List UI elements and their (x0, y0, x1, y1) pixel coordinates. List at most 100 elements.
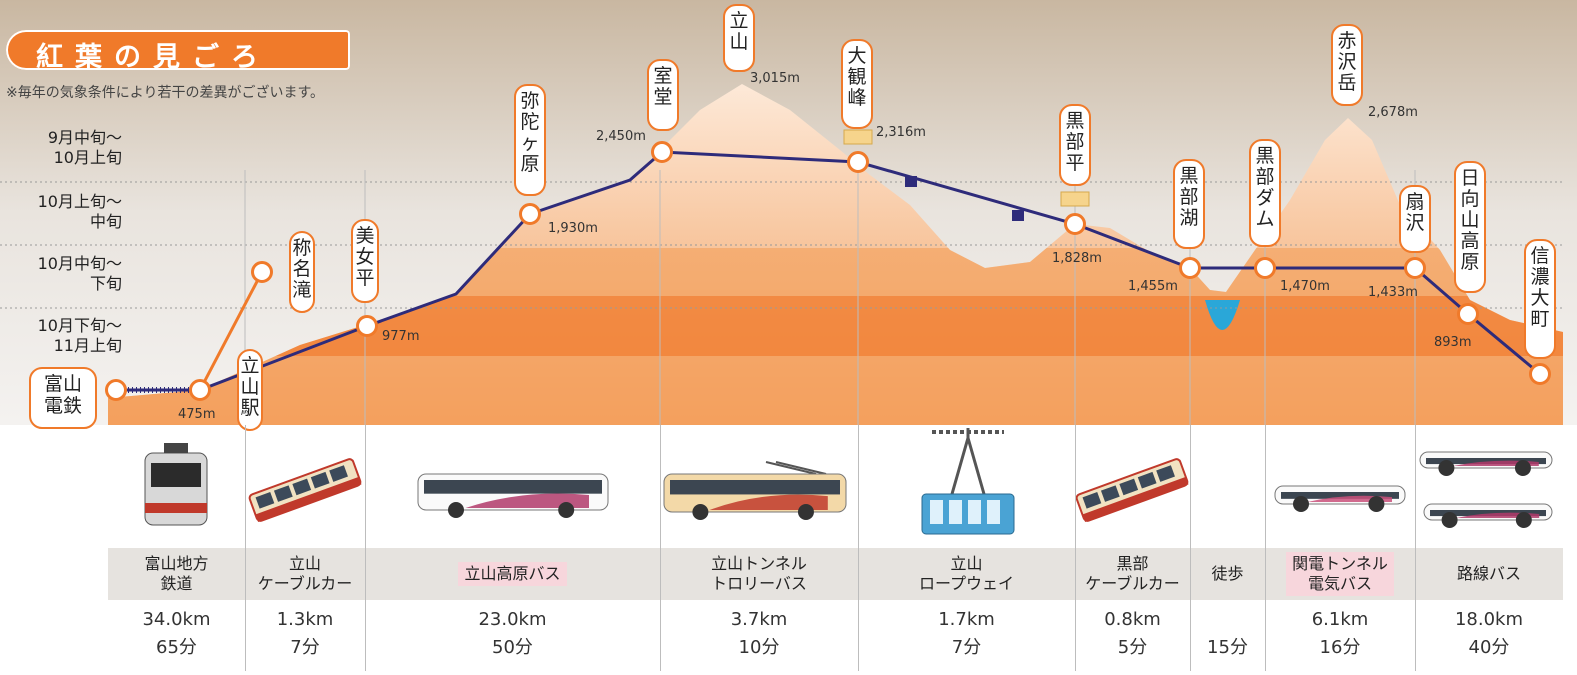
cabin-window (949, 500, 962, 524)
train-stripe (145, 503, 207, 513)
station-name-char: 陀 (520, 111, 539, 133)
trolley-pole (775, 461, 827, 475)
station-name-char: 弥 (520, 90, 539, 112)
season-label-4: 10月下旬～11月上旬 (37, 316, 122, 355)
ropeway-gondola (1012, 210, 1024, 221)
station-altitude: 475m (178, 407, 215, 422)
column-divider (1075, 425, 1076, 671)
bus-wheel (1368, 496, 1385, 512)
electric-bus-icon (1274, 485, 1406, 512)
cable-car-window (1156, 465, 1175, 482)
distance-time-text: 6.1km 16分 (1311, 609, 1369, 658)
cable-car-stripe (255, 476, 362, 522)
column-divider (660, 425, 661, 671)
transport-mode-label: 徒歩 (1211, 564, 1244, 583)
transport-mode-name: 路線バス (1415, 548, 1563, 600)
station-name-box (723, 4, 755, 72)
bus-wheel (1515, 512, 1532, 528)
station-name-char: 向 (1460, 188, 1479, 210)
column-divider (1415, 425, 1416, 671)
station-building (843, 129, 873, 145)
distance-time-text: 3.7km 10分 (730, 609, 788, 658)
cable-car-window (292, 478, 312, 496)
transport-mode-label: 立山トンネル トロリーバス (711, 554, 807, 593)
transport-mode-label: 立山高原バス (458, 562, 567, 586)
cable-car-icon (248, 458, 362, 522)
station-name-char: 峰 (847, 87, 866, 109)
station-name-box (289, 231, 315, 313)
cabin-window (987, 500, 1000, 524)
station-name-box (1399, 185, 1431, 253)
distance-time-text: 1.3km 7分 (276, 609, 334, 658)
station-name-char: 原 (520, 153, 539, 175)
station-6: 立山3,015m (723, 4, 800, 86)
cable-car-window (1082, 492, 1102, 509)
station-name-box (351, 219, 379, 303)
transport-mode-name: 黒部 ケーブルカー (1075, 548, 1190, 600)
column-divider (245, 425, 246, 671)
station-name-char: 黒 (1255, 145, 1274, 167)
station-name-char: 湖 (1179, 207, 1198, 229)
column-divider (858, 425, 859, 671)
distance-time-cell: 6.1km 16分 (1265, 604, 1415, 664)
station-name-char: 山 (240, 376, 259, 398)
distance-time-text: 1.7km 7分 (938, 609, 995, 658)
ropeway-gondola (905, 176, 917, 187)
page-title: 紅葉の見ごろ (36, 42, 270, 73)
distance-time-text: 34.0km 65分 (142, 609, 211, 658)
station-altitude: 1,470m (1280, 279, 1330, 294)
station-name-char: 沢 (1337, 51, 1356, 73)
distance-time-text: 15分 (1207, 637, 1248, 658)
station-name-char: 山 (729, 31, 748, 53)
bus-windows (1426, 458, 1546, 465)
train-icon (144, 443, 208, 526)
station-name-char: 高 (1460, 230, 1479, 252)
cabin-window (930, 500, 943, 524)
station-node (1064, 213, 1086, 235)
station-name-char: 滝 (292, 279, 311, 301)
station-node (519, 203, 541, 225)
transport-mode-label: 黒部 ケーブルカー (1085, 554, 1180, 593)
column-divider (1190, 425, 1191, 671)
station-node (1179, 257, 1201, 279)
column-divider (365, 425, 366, 671)
station-name-box (1249, 139, 1281, 247)
cable-car-window (1100, 485, 1120, 502)
season-label-1: 9月中旬～10月上旬 (47, 128, 122, 167)
transport-mode-name: 関電トンネル 電気バス (1265, 548, 1415, 600)
transport-mode-name: 立山 ロープウェイ (858, 548, 1075, 600)
station-name-char: 日 (1460, 167, 1479, 189)
station-node (1404, 257, 1426, 279)
station-name-box (647, 59, 679, 131)
station-name-char: 立 (240, 355, 259, 377)
station-name-box (514, 84, 546, 196)
cable-car-window (255, 492, 275, 509)
season-label-2: 10月上旬～中旬 (37, 192, 122, 231)
bus-windows (424, 480, 602, 494)
station-altitude: 1,455m (1128, 279, 1178, 294)
station-name-char: 岳 (1337, 72, 1356, 94)
station-altitude: 1,433m (1368, 285, 1418, 300)
trolley-pole (765, 461, 817, 475)
station-name-char: 観 (847, 66, 866, 88)
station-node (356, 315, 378, 337)
transport-mode-name: 立山高原バス (365, 548, 660, 600)
distance-time-cell: 0.8km 5分 (1075, 604, 1190, 664)
station-name-char: 山 (1460, 209, 1479, 231)
station-name-box (1173, 159, 1205, 249)
station-node (651, 141, 673, 163)
station-name-char: 町 (1530, 308, 1549, 330)
trolleybus-icon (663, 461, 847, 520)
bus-windows (670, 480, 840, 495)
station-name-char: 立 (729, 10, 748, 32)
station-altitude: 2,450m (596, 129, 646, 144)
station-name-char: 原 (1460, 251, 1479, 273)
transport-mode-label: 富山地方 鉄道 (144, 554, 209, 593)
station-altitude: 893m (1434, 335, 1471, 350)
title-banner: 紅葉の見ごろ (6, 30, 350, 73)
route-line (116, 150, 1541, 392)
